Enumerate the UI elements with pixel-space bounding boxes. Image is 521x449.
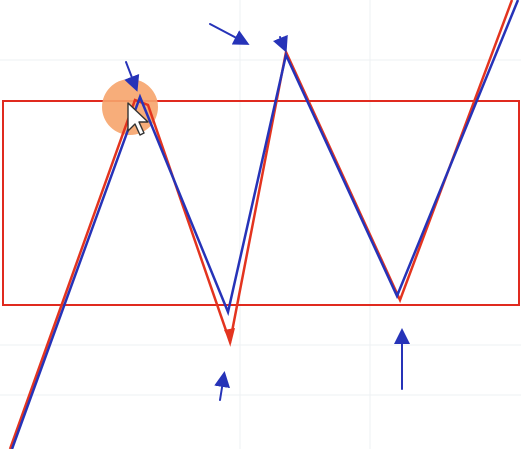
arrow-second-peak-pointer [273,34,288,53]
blue-zigzag-path [10,0,520,449]
arrow-low-left-up [214,371,231,401]
arrow-top-diagonal [209,23,250,45]
red-zigzag-path [8,0,514,449]
red-low-arrowhead [224,328,235,344]
annotation-arrows [124,23,410,401]
cursor-arrow-icon [127,102,149,136]
range-rectangle [2,100,520,306]
arrow-top-peak-pointer [124,61,140,92]
